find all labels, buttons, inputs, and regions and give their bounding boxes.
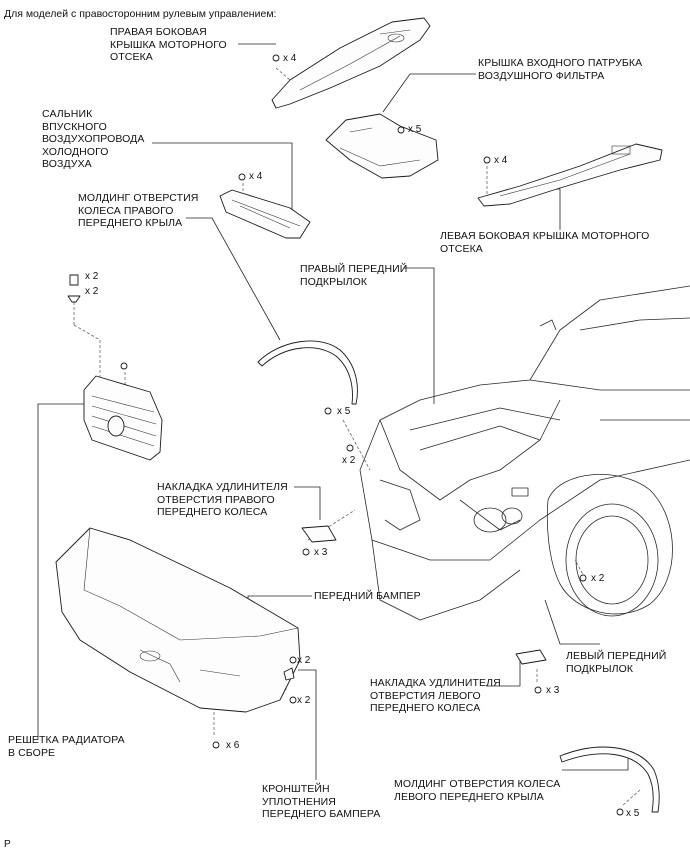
qty-grille-clip-b: x 2: [85, 286, 99, 297]
label-left-side-cover: ЛЕВАЯ БОКОВАЯ КРЫШКА МОТОРНОГО ОТСЕКА: [440, 230, 650, 255]
label-front-bumper: ПЕРЕДНИЙ БАМПЕР: [314, 590, 421, 602]
qty-right-cover-screws: x 4: [283, 53, 297, 64]
qty-bumper-screws: x 6: [226, 740, 240, 751]
qty-left-ext-screws: x 3: [546, 685, 560, 696]
fasteners: [120, 54, 624, 816]
label-radiator-grille: РЕШЕТКА РАДИАТОРА В СБОРЕ: [8, 734, 125, 759]
label-left-wheel-extension: НАКЛАДКА УДЛИНИТЕЛЯ ОТВЕРСТИЯ ЛЕВОГО ПЕР…: [370, 677, 501, 714]
right-wheel-extension-pad: [301, 525, 337, 543]
cold-air-intake-seal: [219, 189, 311, 239]
corner-mark: P: [4, 839, 11, 850]
qty-left-molding-clips: x 5: [626, 808, 640, 819]
bumper-seal-bracket: [283, 667, 295, 681]
left-side-engine-cover: [477, 143, 663, 207]
label-right-side-cover: ПРАВАЯ БОКОВАЯ КРЫШКА МОТОРНОГО ОТСЕКА: [110, 26, 227, 63]
qty-molding-screws: x 2: [342, 455, 356, 466]
left-fender-molding: [559, 746, 660, 813]
left-wheel-extension-pad: [515, 649, 547, 665]
label-bumper-seal-bracket: КРОНШТЕЙН УПЛОТНЕНИЯ ПЕРЕДНЕГО БАМПЕРА: [262, 783, 381, 820]
label-right-fender-liner: ПРАВЫЙ ПЕРЕДНИЙ ПОДКРЫЛОК: [300, 263, 408, 288]
qty-left-liner-screws: x 2: [591, 573, 605, 584]
label-right-wheel-extension: НАКЛАДКА УДЛИНИТЕЛЯ ОТВЕРСТИЯ ПРАВОГО ПЕ…: [157, 481, 288, 518]
qty-grille-clip-a: x 2: [85, 271, 99, 282]
qty-air-inlet-screws: x 5: [408, 124, 422, 135]
qty-seal-screws: x 4: [249, 171, 263, 182]
label-left-fender-liner: ЛЕВЫЙ ПЕРЕДНИЙ ПОДКРЫЛОК: [566, 650, 667, 675]
qty-molding-clips: x 5: [337, 406, 351, 417]
qty-bracket-clip-b: x 2: [297, 695, 311, 706]
front-bumper: [55, 527, 301, 713]
right-side-engine-cover: [271, 17, 431, 109]
label-air-inlet-cover: КРЫШКА ВХОДНОГО ПАТРУБКА ВОЗДУШНОГО ФИЛЬ…: [478, 57, 643, 82]
label-right-fender-molding: МОЛДИНГ ОТВЕРСТИЯ КОЛЕСА ПРАВОГО ПЕРЕДНЕ…: [78, 192, 199, 229]
qty-right-ext-screws: x 3: [314, 547, 328, 558]
right-fender-molding: [257, 340, 358, 405]
label-cold-air-seal: САЛЬНИК ВПУСКНОГО ВОЗДУХОПРОВОДА ХОЛОДНО…: [42, 108, 145, 170]
label-left-fender-molding: МОЛДИНГ ОТВЕРСТИЯ КОЛЕСА ЛЕВОГО ПЕРЕДНЕГ…: [394, 778, 561, 803]
page-header: Для моделей с правосторонним рулевым упр…: [4, 8, 277, 20]
qty-left-cover-screws: x 4: [494, 155, 508, 166]
vehicle-front-body: [359, 285, 690, 621]
air-inlet-cover: [325, 113, 439, 179]
radiator-grille: [67, 274, 163, 461]
qty-bracket-clip-a: x 2: [297, 655, 311, 666]
